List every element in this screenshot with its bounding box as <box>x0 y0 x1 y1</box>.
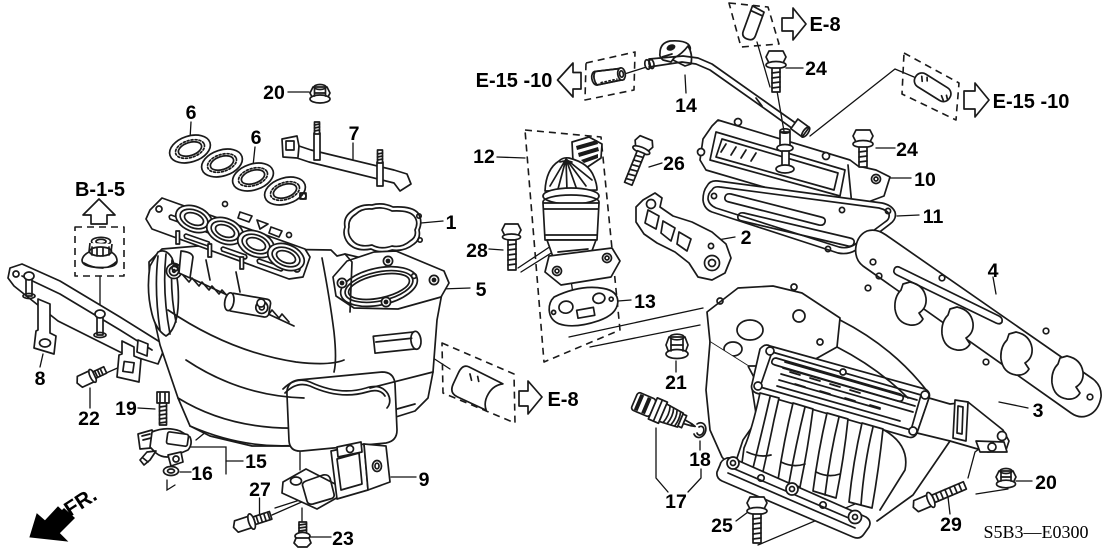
svg-text:22: 22 <box>78 408 100 430</box>
svg-text:20: 20 <box>263 82 285 104</box>
svg-text:E-8: E-8 <box>547 389 578 411</box>
svg-text:19: 19 <box>115 398 137 420</box>
svg-text:7: 7 <box>349 123 360 145</box>
svg-text:14: 14 <box>675 95 697 117</box>
svg-text:23: 23 <box>332 528 354 550</box>
svg-text:E-15 -10: E-15 -10 <box>993 91 1070 113</box>
svg-text:10: 10 <box>914 169 936 191</box>
svg-text:25: 25 <box>711 515 733 537</box>
svg-text:16: 16 <box>191 463 213 485</box>
svg-text:11: 11 <box>923 206 944 228</box>
svg-text:9: 9 <box>419 469 430 491</box>
svg-text:20: 20 <box>1035 472 1057 494</box>
svg-text:2: 2 <box>741 227 752 249</box>
svg-text:6: 6 <box>251 127 262 149</box>
svg-text:4: 4 <box>988 260 999 282</box>
svg-text:E-15 -10: E-15 -10 <box>476 70 553 92</box>
svg-text:1: 1 <box>446 212 457 234</box>
svg-text:S5B3—E0300: S5B3—E0300 <box>983 522 1088 542</box>
svg-text:15: 15 <box>245 451 267 473</box>
svg-text:18: 18 <box>689 449 711 471</box>
svg-text:24: 24 <box>896 139 918 161</box>
svg-text:B-1-5: B-1-5 <box>75 179 125 201</box>
svg-text:8: 8 <box>35 368 46 390</box>
svg-text:13: 13 <box>634 291 656 313</box>
svg-text:5: 5 <box>476 279 487 301</box>
svg-text:24: 24 <box>805 58 827 80</box>
svg-text:27: 27 <box>249 479 271 501</box>
svg-text:12: 12 <box>473 146 495 168</box>
svg-text:26: 26 <box>663 153 685 175</box>
svg-text:21: 21 <box>665 372 687 394</box>
svg-text:6: 6 <box>186 102 197 124</box>
svg-text:3: 3 <box>1033 400 1044 422</box>
svg-text:E-8: E-8 <box>809 14 840 36</box>
svg-text:29: 29 <box>940 514 962 536</box>
svg-text:28: 28 <box>466 240 488 262</box>
svg-text:17: 17 <box>665 491 687 513</box>
